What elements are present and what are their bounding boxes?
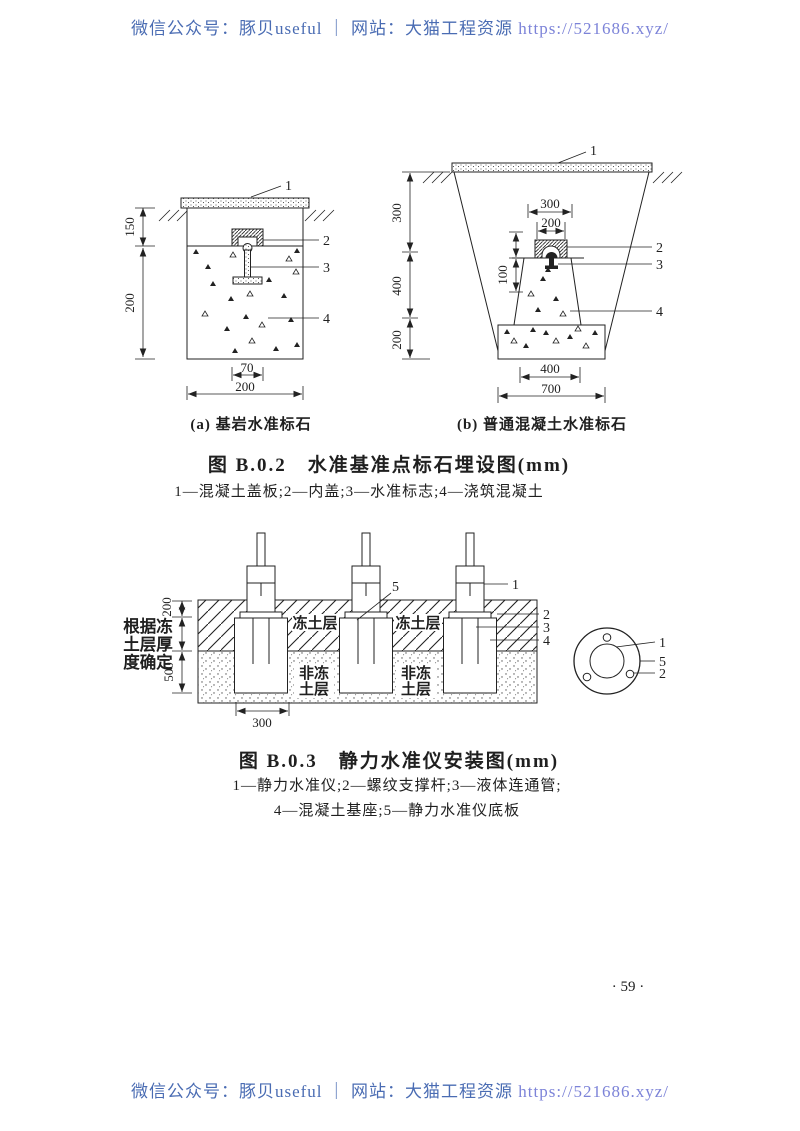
b03-dim-bottom: 300 (235, 702, 290, 730)
detail-bolt-hole-left (582, 672, 592, 682)
frozen-layer-label-1: 冻土层 (292, 614, 337, 632)
b03-label-3: 3 (543, 621, 550, 636)
fig-b-cover-plate (451, 162, 653, 173)
fig-a-cover-plate (180, 197, 310, 209)
b03-label-1: 1 (512, 578, 519, 593)
fig-b-dims-bottom: 400 700 (497, 361, 606, 403)
detail-label-2: 2 (659, 667, 666, 682)
fig-b03-legend-line2: 4—混凝土基座;5—静力水准仪底板 (273, 803, 521, 819)
fig-b-label-1: 1 (590, 144, 597, 159)
fig-b02-legend: 1—混凝土盖板;2—内盖;3—水准标志;4—浇筑混凝土 (174, 484, 544, 500)
fig-a-label-3: 3 (323, 261, 330, 276)
page-number: · 59 · (611, 979, 645, 995)
frozen-layer-label-2: 冻土层 (395, 614, 440, 632)
watermark-bottom: 微信公众号：豚贝useful ｜ 网站：大猫工程资源 https://52168… (0, 1077, 800, 1102)
b03-plan-detail: 1 5 2 (573, 627, 666, 695)
detail-bolt-hole-right (625, 669, 635, 679)
detail-bolt-hole-top (602, 633, 612, 642)
fig-a-dims-bottom: 70 200 (186, 360, 304, 400)
watermark-url: https://521686.xyz/ (518, 1082, 670, 1101)
fig-b-label-4: 4 (656, 305, 663, 320)
frozen-label-bg-1 (292, 614, 339, 631)
fig-b-dim-height: 100 (495, 231, 523, 293)
fig-a-label-4: 4 (323, 312, 330, 327)
fig-b03-title: 图 B.0.3 静力水准仪安装图(mm) (238, 751, 560, 772)
fig-a-label-1: 1 (285, 179, 292, 194)
frozen-label-bg-2 (394, 614, 442, 631)
fig-a-inner-cap (231, 228, 264, 247)
fig-b-ground-hatch (422, 171, 683, 184)
fig-b-dim-200t: 200 (541, 215, 561, 230)
fig-b-pedestal (497, 257, 606, 360)
unfrozen-label-bg-2 (396, 664, 436, 698)
fig-a-caption: (a) 基岩水准标石 (190, 417, 312, 433)
watermark-text: 微信公众号：豚贝useful ｜ 网站：大猫工程资源 (130, 19, 514, 38)
fig-b03-legend-line1: 1—静力水准仪;2—螺纹支撑杆;3—液体连通管; (232, 778, 562, 794)
fig-b-dim-400h: 400 (540, 361, 560, 376)
fig-b-concrete-benchmark: 1 2 3 4 300 200 100 (389, 144, 683, 403)
fig-a-dim-200h: 200 (235, 379, 255, 394)
b03-label-4: 4 (543, 634, 550, 649)
fig-b-concrete-texture (504, 267, 598, 349)
fig-a-bedrock-benchmark: 1 2 3 4 150 200 70 200 (122, 179, 335, 400)
b03-note-text: 根据冻 土层厚 度确定 (123, 616, 173, 672)
gauge-assembly-right (443, 532, 497, 694)
b03-label-5: 5 (392, 580, 399, 595)
gauge-assembly-left (234, 532, 288, 694)
detail-leader-1 (615, 641, 656, 648)
detail-label-5: 5 (659, 655, 666, 670)
fig-b-dims-top: 300 200 (527, 196, 573, 239)
unfrozen-layer-label-1b: 土层 (299, 680, 329, 698)
fig-a-dim-70: 70 (241, 360, 254, 375)
figure-b03-drawing: 冻土层 冻土层 非冻 土层 非冻 土层 1 2 3 4 5 根据冻 土层厚 度确… (123, 532, 666, 730)
unfrozen-label-bg-1 (294, 664, 334, 698)
fig-b-dim-400v: 400 (389, 276, 404, 296)
fig-b-dim-100: 100 (495, 265, 510, 285)
fig-a-dims-left: 150 200 (122, 207, 155, 360)
fig-a-ground-hatch (158, 209, 335, 222)
fig-b02-title: 图 B.0.2 水准基准点标石埋设图(mm) (207, 455, 571, 476)
fig-b-level-mark (545, 258, 558, 269)
fig-a-leader-1 (250, 185, 282, 198)
watermark-url: https://521686.xyz/ (518, 19, 670, 38)
fig-b-dim-300v: 300 (389, 203, 404, 223)
fig-a-label-2: 2 (323, 234, 330, 249)
unfrozen-layer-label-2b: 土层 (401, 680, 431, 698)
b03-note-line2: 土层厚 (123, 634, 173, 654)
b03-dim-200: 200 (159, 597, 174, 617)
detail-gauge-circle (589, 643, 625, 679)
b03-leader-5 (356, 592, 392, 621)
b03-label-2: 2 (543, 608, 550, 623)
fig-b-dim-300t: 300 (540, 196, 560, 211)
fig-b-dims-left: 300 400 200 (389, 171, 450, 360)
fig-a-dim-150: 150 (122, 217, 137, 237)
fig-a-dim-200v: 200 (122, 293, 137, 313)
b03-dim-500: 500 (161, 662, 176, 682)
fig-a-level-mark (232, 243, 263, 285)
b03-dim-300: 300 (252, 715, 272, 730)
fig-b-label-2: 2 (656, 241, 663, 256)
unfrozen-layer-label-1a: 非冻 (299, 664, 329, 682)
watermark-top: 微信公众号：豚贝useful ｜ 网站：大猫工程资源 https://52168… (0, 14, 800, 39)
b03-note-line1: 根据冻 (123, 616, 173, 636)
fig-b-inner-cap (534, 239, 568, 259)
unfrozen-layer-label-2a: 非冻 (401, 664, 431, 682)
detail-label-1: 1 (659, 636, 666, 651)
fig-b-dim-200v: 200 (389, 330, 404, 350)
gauge-assembly-middle (339, 532, 393, 694)
figure-b02-drawing: 1 2 3 4 150 200 70 200 (122, 144, 683, 403)
fig-b-caption: (b) 普通混凝土水准标石 (456, 417, 628, 433)
fig-b-label-3: 3 (656, 258, 663, 273)
b03-dims-left: 200 500 (159, 597, 192, 694)
fig-b-leader-1 (557, 151, 587, 164)
b03-note-line3: 度确定 (123, 652, 173, 672)
fig-b-dim-700h: 700 (541, 381, 561, 396)
watermark-text: 微信公众号：豚贝useful ｜ 网站：大猫工程资源 (130, 1082, 514, 1101)
fig-a-concrete-texture (193, 248, 300, 353)
